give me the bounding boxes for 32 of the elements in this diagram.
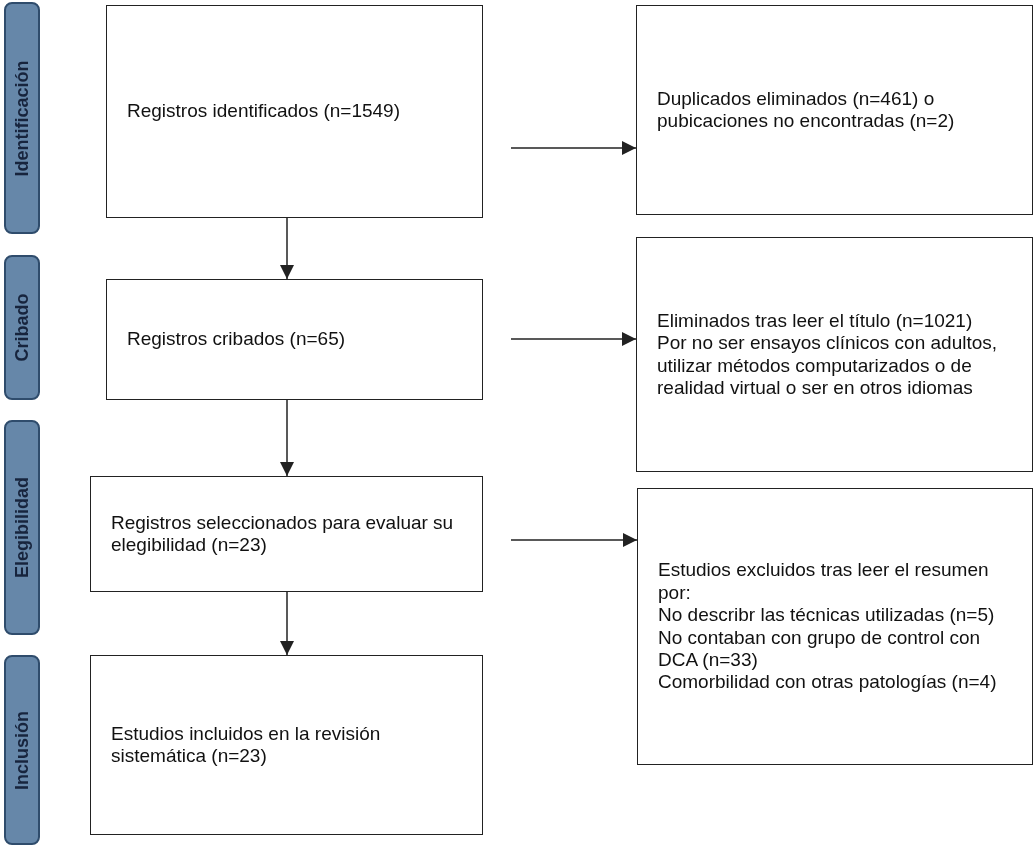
- arrow: [510, 332, 637, 346]
- arrow: [510, 533, 638, 547]
- box-text: Estudios excluidos tras leer el resumen por:: [658, 559, 990, 605]
- process-box: [637, 488, 1033, 765]
- stage-label: Identificación: [11, 60, 33, 176]
- box-text: No describr las técnicas utilizadas (n=5): [658, 604, 996, 627]
- process-box: [636, 237, 1033, 472]
- process-box: [106, 5, 483, 218]
- process-box: [90, 476, 483, 592]
- process-box: [106, 279, 483, 400]
- box-text: Estudios incluidos en la revisión sistemática (n=23): [111, 722, 382, 768]
- box-text: Registros seleccionados para evaluar su elegibilidad (n=23): [111, 511, 455, 557]
- arrow: [280, 591, 294, 656]
- box-text: Registros cribados (n=65): [127, 328, 347, 351]
- box-text: Duplicados eliminados (n=461) o pubicaciones no encontradas (n=2): [657, 87, 956, 133]
- process-box: [636, 5, 1033, 215]
- box-text: No contaban con grupo de control con DCA (n=33): [658, 626, 982, 672]
- stage-label-band: [4, 2, 40, 234]
- stage-label: Elegibilidad: [11, 477, 33, 578]
- stage-label-band: [4, 255, 40, 400]
- stage-label-band: [4, 420, 40, 635]
- box-text: Por no ser ensayos clínicos con adultos, utilizar métodos computarizados o de realidad virtual o ser en otros idiomas: [657, 332, 999, 400]
- box-text: Comorbilidad con otras patologías (n=4): [658, 671, 998, 694]
- process-box: [90, 655, 483, 835]
- arrow: [510, 141, 637, 155]
- arrow: [280, 217, 294, 280]
- stage-label: Inclusión: [11, 710, 33, 790]
- box-text: Eliminados tras leer el título (n=1021): [657, 309, 974, 333]
- stage-label-band: [4, 655, 40, 845]
- arrow: [280, 399, 294, 477]
- box-text: Registros identificados (n=1549): [127, 100, 401, 123]
- stage-label: Cribado: [11, 293, 33, 362]
